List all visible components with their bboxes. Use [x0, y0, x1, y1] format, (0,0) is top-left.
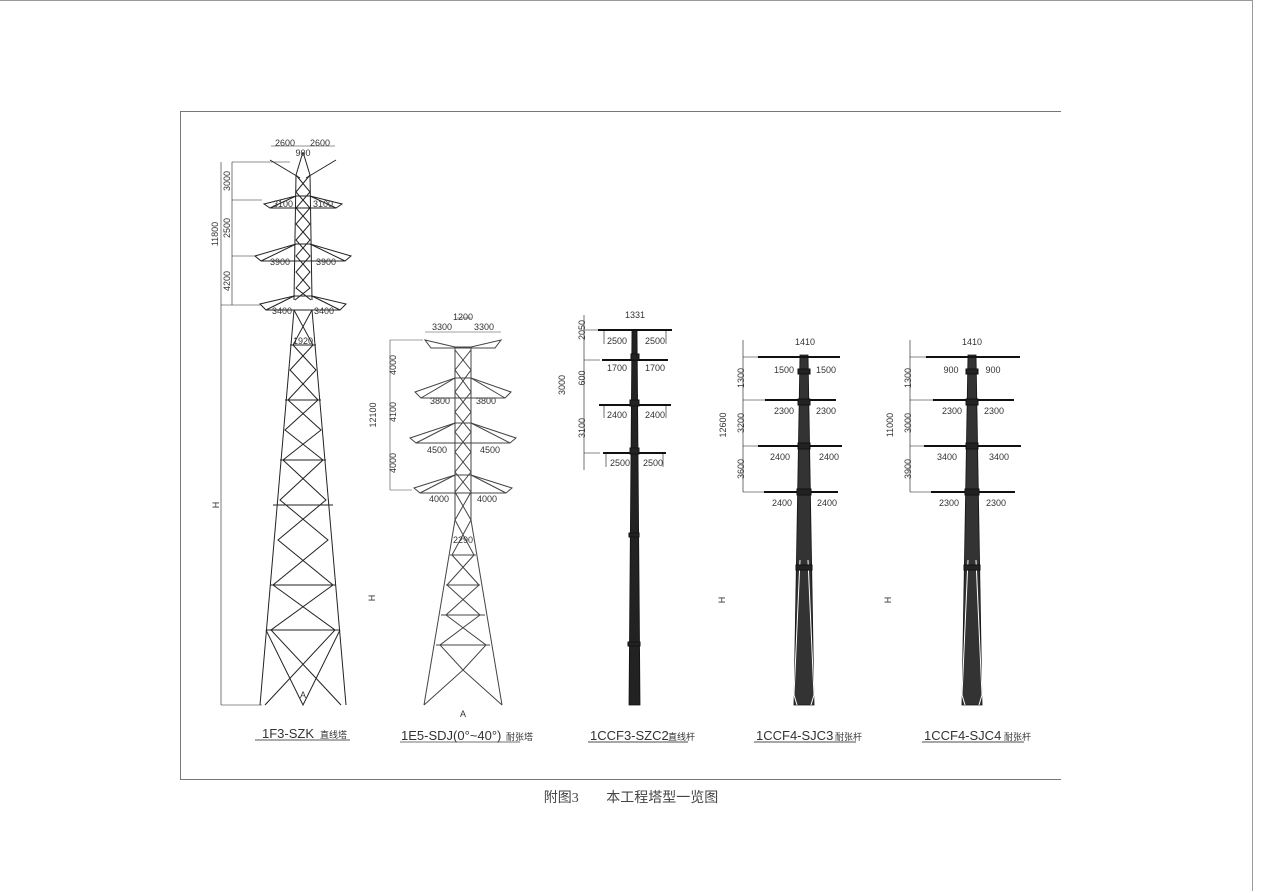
dim-label: 4100	[388, 402, 398, 422]
dim-label: 3800	[430, 396, 450, 406]
dim-label: 4000	[429, 494, 449, 504]
dim-label: 3000	[222, 171, 232, 191]
tower-name: 1E5-SDJ(0°~40°)	[401, 728, 501, 743]
dim-label: 3100	[313, 199, 333, 209]
dim-label: 2600	[310, 138, 330, 148]
tower-name: 1CCF4-SJC3	[756, 728, 833, 743]
dim-label: 2300	[939, 498, 959, 508]
tower-type-note: 直线塔	[320, 729, 347, 740]
dim-label: 12100	[368, 402, 378, 427]
dim-label: 3200	[736, 413, 746, 433]
height-symbol: H	[717, 597, 727, 604]
dim-label: 1700	[645, 363, 665, 373]
dim-label: 2500	[645, 336, 665, 346]
dim-label: 3300	[474, 322, 494, 332]
drawing-frame	[180, 111, 1061, 780]
dim-label: 1410	[795, 337, 815, 347]
dim-label: 1300	[903, 368, 913, 388]
dim-label: 3900	[270, 257, 290, 267]
dim-label: 3400	[272, 306, 292, 316]
dim-label: 2400	[817, 498, 837, 508]
dim-label: 1500	[816, 365, 836, 375]
tower-type-note: 耐张杆	[1004, 731, 1031, 742]
dim-label: 4000	[388, 453, 398, 473]
dim-label: 2290	[453, 535, 473, 545]
dim-label: 2300	[774, 406, 794, 416]
dim-label: 3300	[432, 322, 452, 332]
dim-label: 2600	[275, 138, 295, 148]
dim-label: 3900	[903, 459, 913, 479]
dim-label: 2300	[986, 498, 1006, 508]
dim-label: 1410	[962, 337, 982, 347]
dim-label: 4500	[427, 445, 447, 455]
dim-label: 2400	[819, 452, 839, 462]
tower-type-note: 耐张塔	[506, 731, 533, 742]
tower-name: 1CCF3-SZC2	[590, 728, 669, 743]
dim-label: 900	[985, 365, 1000, 375]
dim-label: 11000	[885, 413, 895, 437]
dim-label: 1331	[625, 310, 645, 320]
dim-label: 4200	[222, 271, 232, 291]
figure-title: 本工程塔型一览图	[606, 791, 719, 806]
dim-label: 3800	[476, 396, 496, 406]
dim-label: 1300	[736, 368, 746, 388]
tower-1ccf3-szc2	[583, 315, 688, 743]
dim-label: 3400	[314, 306, 334, 316]
dim-label: 2500	[607, 336, 627, 346]
dim-label: 2500	[643, 458, 663, 468]
dim-label: 2400	[770, 452, 790, 462]
base-mark: A	[300, 690, 306, 700]
dim-label: 2300	[816, 406, 836, 416]
dim-label: 2500	[222, 218, 232, 238]
tower-1f3-szk	[220, 145, 353, 741]
tower-name: 1F3-SZK	[262, 726, 314, 741]
dim-label: 900	[295, 148, 310, 158]
tower-type-note: 直线杆	[668, 731, 695, 742]
height-symbol: H	[367, 595, 377, 602]
figure-number: 附图3	[543, 791, 579, 806]
height-symbol: H	[211, 502, 221, 509]
dim-label: 2300	[984, 406, 1004, 416]
dim-label: 3000	[903, 413, 913, 433]
tower-1e5-sdj	[389, 317, 520, 743]
dim-label: 2400	[772, 498, 792, 508]
base-mark: A	[460, 709, 466, 719]
dim-label: 12600	[718, 412, 728, 437]
dim-label: 3400	[937, 452, 957, 462]
tower-type-note: 耐张杆	[835, 731, 862, 742]
dim-label: 2500	[610, 458, 630, 468]
dim-label: 900	[943, 365, 958, 375]
dim-label: 3000	[557, 375, 567, 395]
dim-label: 600	[577, 370, 587, 385]
figure-caption: 附图3 本工程塔型一览图	[0, 787, 1262, 807]
dim-label: 1920	[293, 336, 313, 346]
tower-name: 1CCF4-SJC4	[924, 728, 1001, 743]
dim-label: 4000	[477, 494, 497, 504]
dim-label: 4500	[480, 445, 500, 455]
dim-label: 3100	[577, 418, 587, 438]
dim-label: 1200	[453, 312, 473, 322]
dim-label: 11800	[210, 222, 220, 246]
tower-1ccf4-sjc4	[909, 340, 1024, 743]
dim-label: 2300	[942, 406, 962, 416]
dim-label: 2400	[645, 410, 665, 420]
dim-label: 1500	[774, 365, 794, 375]
dim-label: 4000	[388, 355, 398, 375]
dim-label: 3600	[736, 459, 746, 479]
dim-label: 3100	[273, 199, 293, 209]
tower-1ccf4-sjc3	[742, 340, 856, 743]
dim-label: 2400	[607, 410, 627, 420]
dim-label: 3900	[316, 257, 336, 267]
dim-label: 1700	[607, 363, 627, 373]
dim-label: 3400	[989, 452, 1009, 462]
dim-label: 2050	[577, 320, 587, 340]
height-symbol: H	[883, 597, 893, 604]
